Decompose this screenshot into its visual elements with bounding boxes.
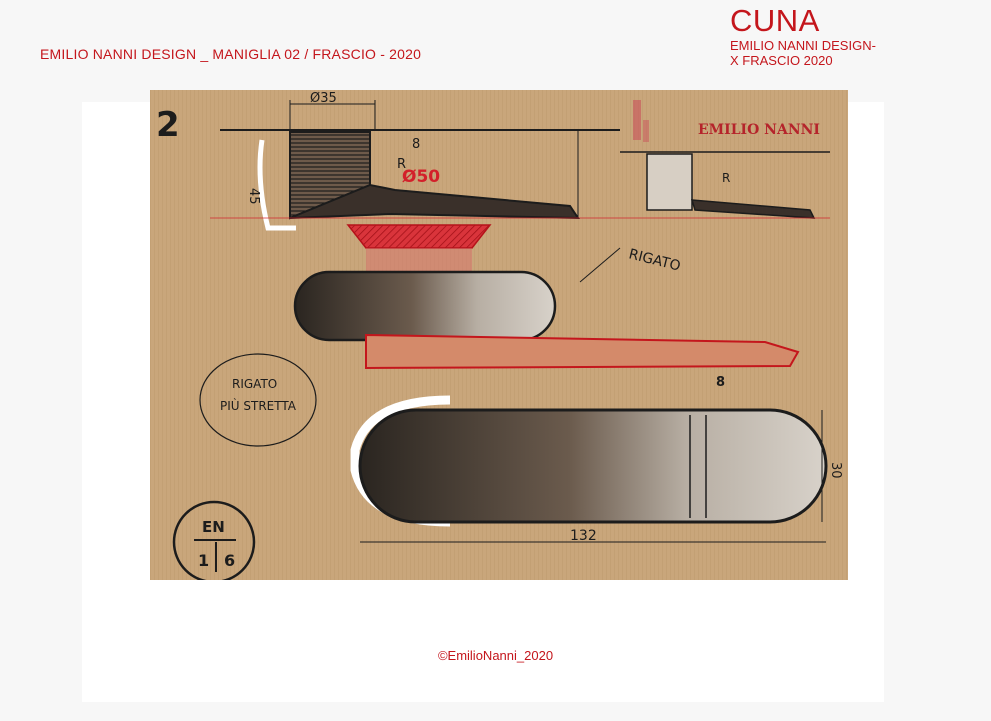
brand-subtitle-line2: X FRASCIO 2020 [730,53,833,68]
brand-title: CUNA [730,3,820,38]
stamp-text: EMILIO NANNI [698,122,820,138]
dim-thickness-bottom: 8 [716,375,725,390]
sketch-svg: 2 EMILIO NANNI Ø35 8 45 R Ø50 [150,90,848,580]
note-line2: PIÙ STRETTA [220,398,297,413]
dim-height: 45 [246,188,261,205]
sheet-number: 2 [156,105,180,145]
sketch-image: 2 EMILIO NANNI Ø35 8 45 R Ø50 [150,90,848,580]
bottom-plan: 132 30 8 [350,375,843,544]
sig-right: 6 [224,551,235,570]
rose-diameter: Ø50 [402,167,440,187]
top-elevation: Ø35 8 45 R Ø50 [220,91,620,231]
brand-subtitle-line1: EMILIO NANNI DESIGN- [730,38,876,53]
dim-width: 30 [828,462,843,479]
brand-block: CUNA EMILIO NANNI DESIGN- X FRASCIO 2020 [730,3,876,69]
signature-seal: EN 1 6 [172,500,256,580]
sig-left: 1 [198,551,209,570]
dim-diameter: Ø35 [310,91,337,106]
note-line1: RIGATO [232,377,277,391]
dim-thickness-top: 8 [412,137,420,152]
circled-note: RIGATO PIÙ STRETTA [199,353,317,447]
dim-length: 132 [570,528,597,544]
radius-label-small: R [722,171,730,185]
red-stamp: EMILIO NANNI [633,100,820,142]
footer-copyright: ©EmilioNanni_2020 [437,648,554,663]
sig-top: EN [202,518,225,536]
small-elevation: R [620,151,830,219]
radius-label-top: R [397,157,406,172]
header-caption: EMILIO NANNI DESIGN _ MANIGLIA 02 / FRAS… [40,46,422,62]
